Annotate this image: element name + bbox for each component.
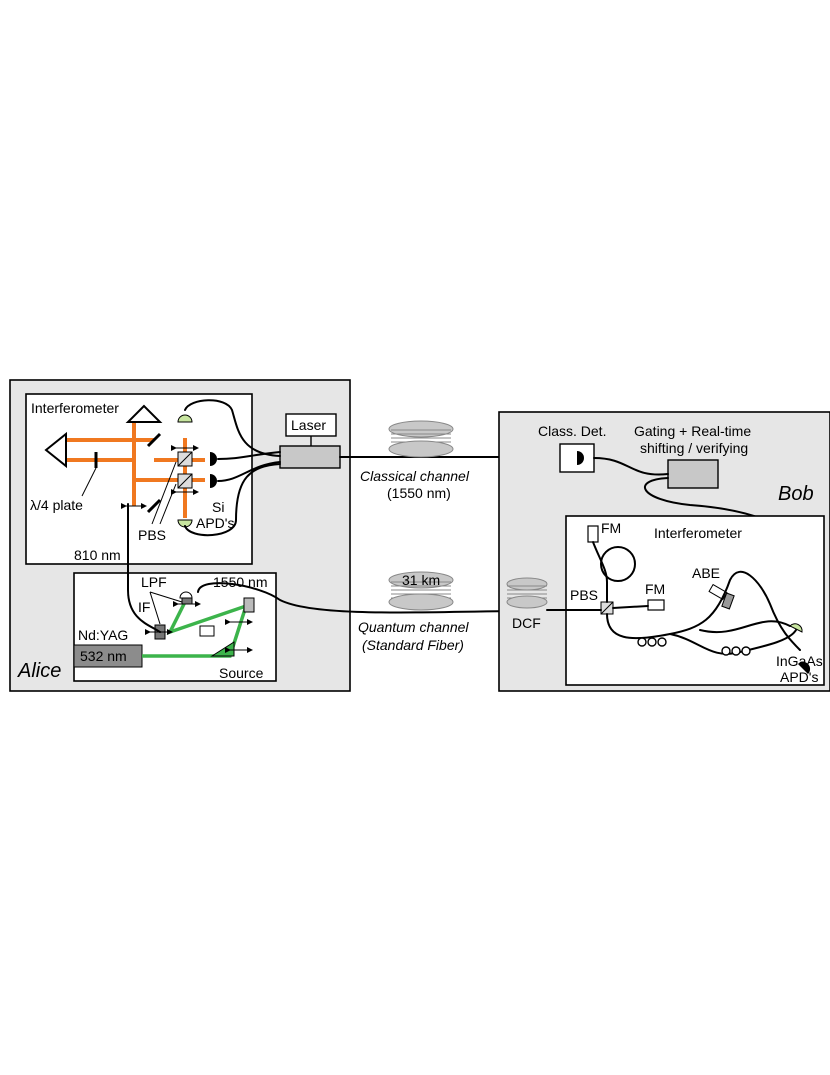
wl-810-label: 810 nm — [74, 547, 121, 563]
pbs-bob-label: PBS — [570, 587, 598, 603]
bob-interferometer-box — [565, 515, 825, 686]
source-lens — [179, 591, 193, 599]
class-det-label: Class. Det. — [538, 423, 606, 439]
faraday-mirror-top — [587, 525, 599, 543]
fm-top-label: FM — [601, 520, 621, 536]
lpf-filter — [181, 597, 193, 605]
ingaas-label: InGaAs — [776, 653, 823, 669]
ingaas-apd-detector — [789, 623, 803, 633]
quarter-wave-label: λ/4 plate — [30, 497, 83, 513]
fiber-coupler — [210, 452, 217, 466]
crystal — [199, 625, 215, 637]
gating-label-1: Gating + Real-time — [634, 423, 751, 439]
classical-wl-label: (1550 nm) — [387, 485, 451, 501]
wl-532-label: 532 nm — [80, 648, 127, 664]
retro-prism-left — [44, 431, 67, 469]
abe-label: ABE — [692, 565, 720, 581]
abe-modulator — [721, 592, 735, 610]
quantum-channel-label: Quantum channel — [358, 619, 469, 635]
bob-interferometer-label: Interferometer — [654, 525, 742, 541]
ingaas-apd-detector — [798, 661, 811, 674]
source-mirror — [243, 597, 255, 613]
if-label: IF — [138, 599, 150, 615]
delay-loop — [600, 546, 636, 582]
alice-label: Alice — [17, 660, 61, 682]
fiber-31km-label: 31 km — [402, 572, 440, 588]
standard-fiber-label: (Standard Fiber) — [362, 637, 464, 653]
apds-ingaas-label: APD's — [780, 669, 818, 685]
pbs-alice-label: PBS — [138, 527, 166, 543]
ndyag-label: Nd:YAG — [78, 627, 128, 643]
source-label: Source — [219, 665, 264, 681]
mirror — [146, 498, 162, 514]
retro-prism-top — [125, 404, 163, 423]
wl-1550-label: 1550 nm — [213, 574, 267, 590]
faraday-mirror-mid — [647, 599, 665, 611]
bob-label: Bob — [778, 483, 814, 505]
apds-si-label: APD's — [196, 515, 234, 531]
fiber-coupler — [210, 474, 217, 488]
classical-spool — [388, 420, 454, 458]
si-label: Si — [212, 499, 224, 515]
quantum-spool — [388, 571, 454, 611]
si-apd-detector — [177, 414, 193, 423]
gating-label-2: shifting / verifying — [640, 440, 748, 456]
fm-mid-label: FM — [645, 581, 665, 597]
wdm-coupler — [279, 445, 341, 469]
classical-channel-label: Classical channel — [360, 468, 470, 484]
classical-detector — [577, 451, 584, 465]
alice-interferometer-label: Interferometer — [31, 400, 119, 416]
dcf-spool — [506, 577, 548, 609]
lpf-label: LPF — [141, 574, 167, 590]
gating-electronics — [667, 459, 719, 489]
laser-label: Laser — [291, 417, 326, 433]
polarization-controller — [637, 637, 751, 656]
dcf-label: DCF — [512, 615, 541, 631]
mirror — [146, 432, 162, 448]
